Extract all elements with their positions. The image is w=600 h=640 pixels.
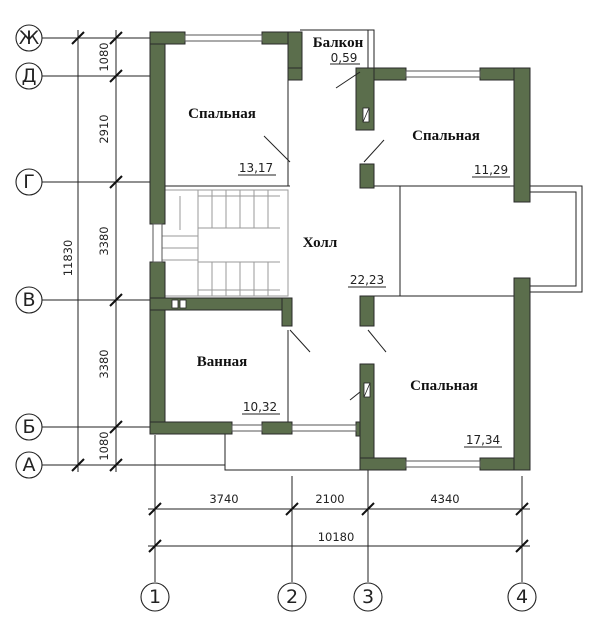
socket-icon-2 <box>179 299 187 309</box>
axis-row-a: А <box>23 454 36 476</box>
dim-left-2: 2910 <box>97 114 111 143</box>
dim-bottom-1: 3740 <box>209 492 238 506</box>
dim-bottom-2: 2100 <box>315 492 344 506</box>
axis-row-v: В <box>22 289 35 311</box>
column-axis-markers: 1 2 3 4 <box>140 582 537 612</box>
room-area-bedroom-ne: 11,29 <box>474 163 508 177</box>
room-name-bedroom-ne: Спальная <box>412 128 480 144</box>
outline-lines <box>165 29 583 471</box>
dim-left-5: 1080 <box>97 431 111 460</box>
walls <box>149 31 531 471</box>
dim-bottom-total: 10180 <box>318 530 355 544</box>
dim-left-3: 3380 <box>97 226 111 255</box>
dim-left-total: 11830 <box>61 240 75 277</box>
axis-row-b: Б <box>22 416 35 438</box>
room-area-hall: 22,23 <box>350 273 384 287</box>
axis-row-zh: Ж <box>19 27 40 49</box>
left-dimensions: 1080 2910 3380 3380 1080 11830 <box>61 30 123 472</box>
staircase <box>161 189 289 297</box>
windows <box>152 34 481 468</box>
room-labels: Балкон 0,59 Спальная 13,17 Спальная 11,2… <box>188 35 510 448</box>
room-area-bedroom-nw: 13,17 <box>239 161 273 175</box>
room-name-hall: Холл <box>303 235 338 251</box>
socket-icon-1 <box>171 299 179 309</box>
room-area-balcony: 0,59 <box>331 51 358 65</box>
axis-row-g: Г <box>23 171 35 193</box>
dim-bottom-3: 4340 <box>430 492 459 506</box>
fixtures <box>171 107 371 398</box>
room-name-balcony: Балкон <box>313 35 364 51</box>
axis-col-2: 2 <box>286 586 298 608</box>
axis-col-4: 4 <box>516 586 528 608</box>
room-name-bedroom-se: Спальная <box>410 378 478 394</box>
bottom-dimensions: 3740 2100 4340 10180 <box>148 492 530 553</box>
room-name-bathroom: Ванная <box>197 354 247 370</box>
dim-left-1: 1080 <box>97 42 111 71</box>
room-name-bedroom-nw: Спальная <box>188 106 256 122</box>
axis-col-1: 1 <box>149 586 161 608</box>
axis-row-d: Д <box>22 65 37 87</box>
axis-col-3: 3 <box>362 586 374 608</box>
doors <box>263 71 387 401</box>
row-axis-markers: Ж Д Г В Б А <box>15 24 43 479</box>
grid-lines <box>42 37 523 582</box>
room-area-bedroom-se: 17,34 <box>466 433 500 447</box>
room-area-bathroom: 10,32 <box>243 400 277 414</box>
dim-left-4: 3380 <box>97 349 111 378</box>
